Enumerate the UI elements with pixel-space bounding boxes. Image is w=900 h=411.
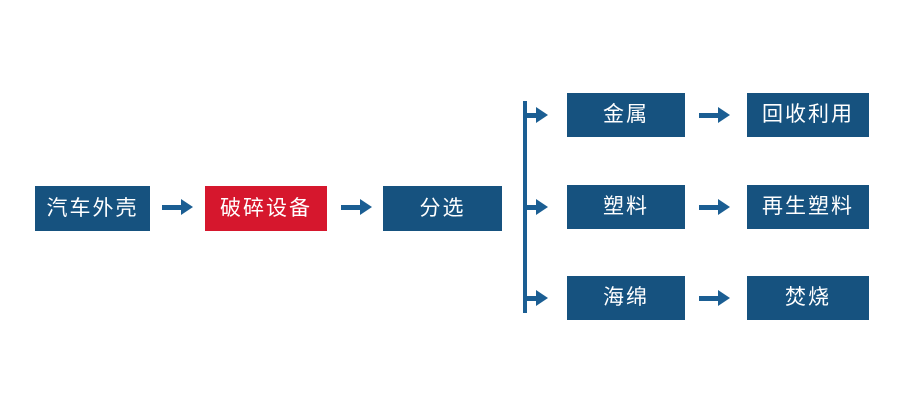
arrow-right-icon (699, 289, 730, 307)
node-plastic: 塑料 (567, 185, 685, 229)
node-sorting: 分选 (383, 186, 502, 231)
arrow-shaft (526, 112, 536, 118)
node-car-shell: 汽车外壳 (35, 186, 150, 231)
arrow-right-icon (162, 198, 193, 216)
node-metal: 金属 (567, 93, 685, 137)
arrow-right-icon (341, 198, 372, 216)
arrow-shaft (699, 295, 718, 301)
arrow-right-icon (699, 106, 730, 124)
arrow-head (718, 199, 730, 215)
arrow-head (536, 107, 548, 123)
arrow-head (360, 199, 372, 215)
arrow-shaft (341, 204, 360, 210)
arrow-shaft (526, 204, 536, 210)
arrow-right-icon (526, 289, 548, 307)
arrow-shaft (699, 112, 718, 118)
node-sponge: 海绵 (567, 276, 685, 320)
node-crushing-equipment: 破碎设备 (205, 186, 327, 231)
arrow-right-icon (526, 198, 548, 216)
arrow-head (536, 290, 548, 306)
arrow-shaft (162, 204, 181, 210)
arrow-head (718, 107, 730, 123)
arrow-shaft (526, 295, 536, 301)
arrow-right-icon (526, 106, 548, 124)
node-recycling: 回收利用 (747, 93, 869, 137)
arrow-head (718, 290, 730, 306)
node-incineration: 焚烧 (747, 276, 869, 320)
arrow-head (536, 199, 548, 215)
arrow-shaft (699, 204, 718, 210)
branch-connector-line (523, 101, 527, 313)
node-recycled-plastic: 再生塑料 (747, 185, 869, 229)
arrow-right-icon (699, 198, 730, 216)
arrow-head (181, 199, 193, 215)
